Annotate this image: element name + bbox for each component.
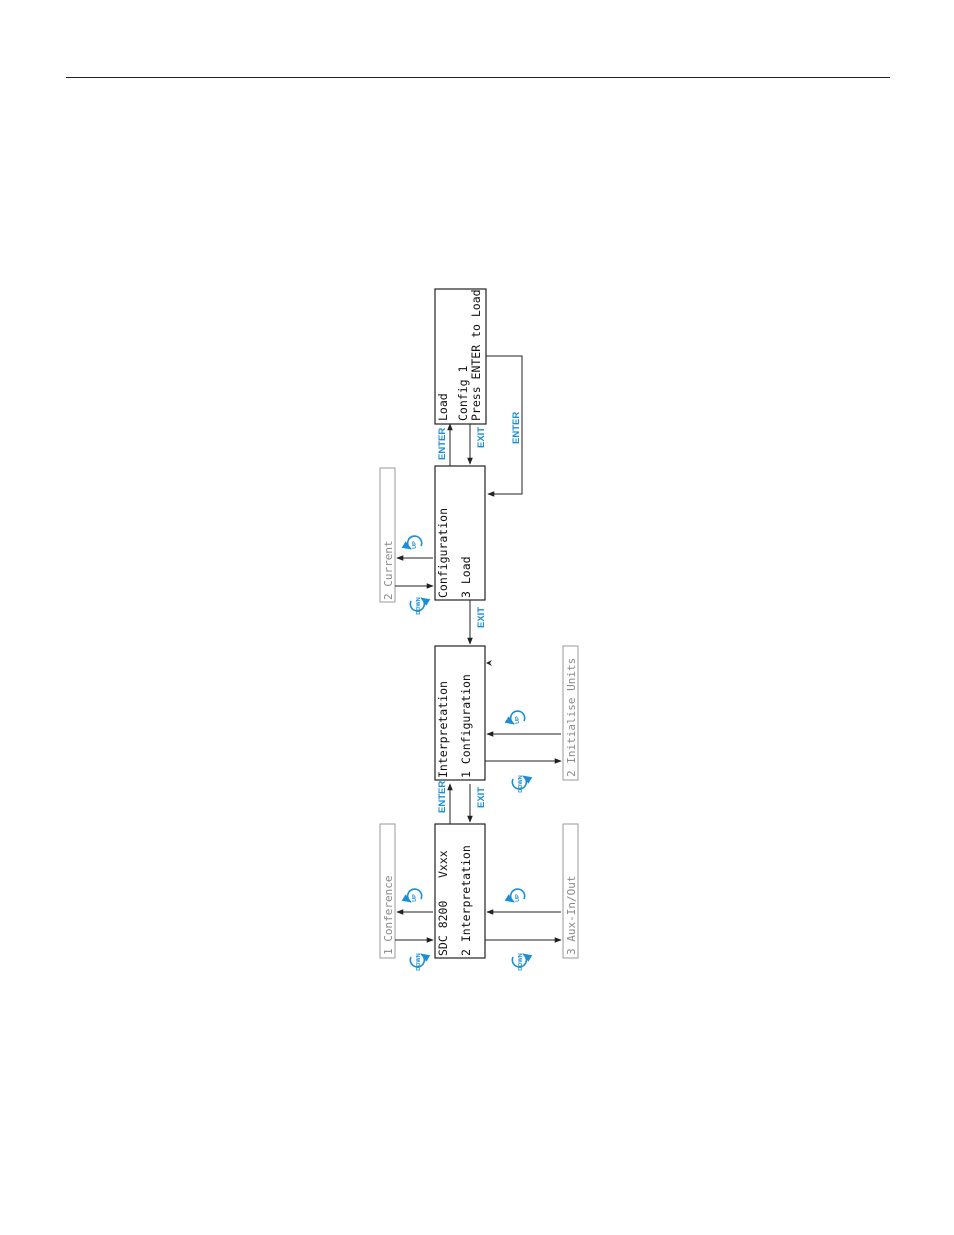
small-arrow-marker (486, 660, 492, 666)
lcd-main-prev-text: 1 Conference (382, 876, 395, 955)
lcd-configuration-line2: 3 Load (459, 556, 473, 598)
svg-text:DOWN: DOWN (416, 953, 422, 970)
lcd-config-prev-text: 2 Current (382, 540, 395, 600)
lcd-main-next-text: 3 Aux-In/Out (565, 876, 578, 955)
lcd-main-version: Vxxx (436, 850, 450, 878)
down-button-icon: DOWN (410, 953, 424, 970)
enter-key-label: ENTER (437, 781, 448, 813)
svg-text:UP: UP (412, 541, 418, 549)
menu-load-group: Load Config 1 Press ENTER to Load ENTER (435, 289, 522, 494)
lcd-interpretation-line2: 1 Configuration (459, 674, 473, 778)
lcd-configuration-line1: Configuration (436, 508, 450, 598)
svg-text:UP: UP (515, 716, 521, 724)
lcd-main-line1: SDC 8200 (436, 901, 450, 956)
menu-interpretation-group: Interpretation 1 Configuration 2 Initial… (435, 646, 578, 793)
lcd-load-line1: Load (436, 393, 450, 421)
up-button-icon: UP (408, 536, 422, 549)
up-button-icon: UP (511, 711, 525, 724)
lcd-main-line2: 2 Interpretation (459, 845, 473, 956)
enter-key-label: ENTER (511, 412, 522, 444)
menu-main-group: SDC 8200 Vxxx 2 Interpretation 1 Confere… (380, 824, 578, 971)
exit-key-label: EXIT (476, 787, 487, 808)
svg-text:DOWN: DOWN (518, 953, 524, 970)
lcd-load-line3: Press ENTER to Load (469, 289, 483, 421)
exit-key-label: EXIT (476, 607, 487, 628)
svg-text:UP: UP (515, 894, 521, 902)
exit-key-label: EXIT (476, 427, 487, 448)
menu-configuration-group: Configuration 3 Load 2 Current DOWN UP (380, 466, 485, 615)
down-button-icon: DOWN (512, 953, 526, 970)
enter-key-label: ENTER (437, 428, 448, 460)
lcd-interp-next-text: 2 Initialise Units (565, 658, 578, 777)
svg-text:UP: UP (412, 894, 418, 902)
lcd-interpretation-line1: Interpretation (436, 681, 450, 778)
down-button-icon: DOWN (410, 597, 424, 614)
svg-text:DOWN: DOWN (518, 775, 524, 792)
down-button-icon: DOWN (512, 775, 526, 792)
up-button-icon: UP (408, 889, 422, 902)
up-button-icon: UP (511, 889, 525, 902)
lcd-load-line2: Config 1 (456, 366, 470, 421)
svg-text:DOWN: DOWN (416, 597, 422, 614)
